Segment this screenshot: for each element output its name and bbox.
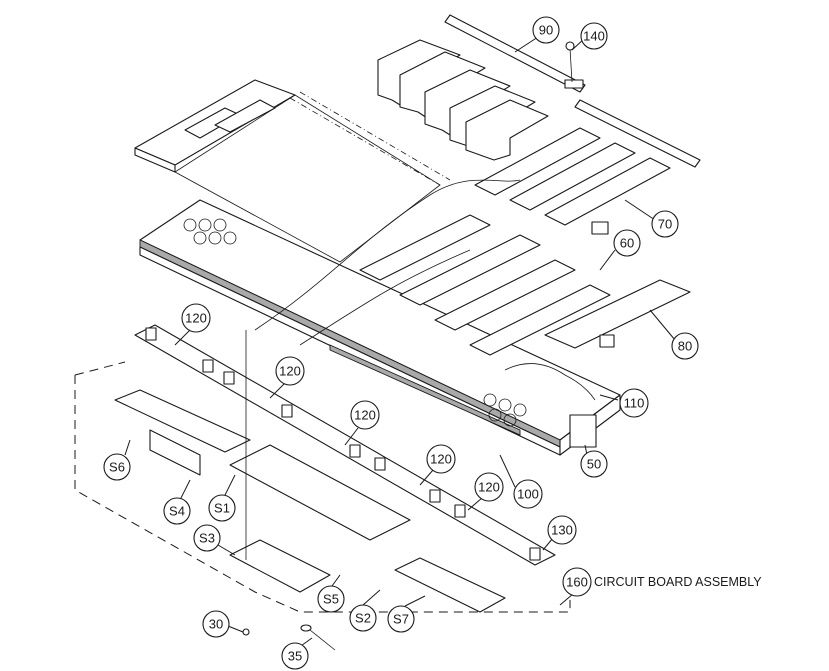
svg-text:160: 160 [566, 575, 588, 590]
callout-90: 90 [532, 16, 560, 44]
svg-text:130: 130 [551, 523, 573, 538]
black-keys-assembly [377, 14, 586, 161]
callout-130: 130 [547, 515, 577, 545]
svg-text:140: 140 [583, 29, 605, 44]
callout-120-d: 120 [426, 444, 456, 474]
callout-s4: S4 [163, 497, 191, 525]
svg-text:90: 90 [539, 23, 553, 38]
callout-120-c: 120 [350, 400, 380, 430]
svg-text:S5: S5 [323, 592, 339, 607]
callout-160: 160 [562, 567, 592, 597]
svg-text:110: 110 [624, 396, 645, 411]
svg-text:30: 30 [209, 617, 223, 632]
svg-text:120: 120 [478, 480, 500, 495]
svg-text:120: 120 [430, 452, 452, 467]
callout-60: 60 [613, 229, 641, 257]
callout-70: 70 [651, 210, 679, 238]
white-keys-top [134, 79, 451, 263]
callout-35: 35 [281, 642, 309, 670]
callout-s3: S3 [193, 524, 221, 552]
svg-text:S3: S3 [199, 531, 215, 546]
callout-120-e: 120 [474, 472, 504, 502]
svg-text:120: 120 [279, 364, 301, 379]
svg-text:70: 70 [658, 217, 672, 232]
svg-text:S4: S4 [169, 504, 185, 519]
svg-text:S1: S1 [214, 501, 230, 516]
callout-30: 30 [202, 610, 230, 638]
callout-120-b: 120 [275, 356, 305, 386]
svg-text:120: 120 [185, 311, 207, 326]
callout-120-a: 120 [181, 303, 211, 333]
circuit-board-parts [114, 330, 506, 651]
key-set-60 [359, 214, 611, 356]
main-chassis [139, 199, 621, 456]
key-set-70 [474, 99, 701, 235]
svg-text:60: 60 [620, 236, 634, 251]
callout-80: 80 [671, 332, 699, 360]
svg-text:50: 50 [587, 457, 601, 472]
svg-text:35: 35 [288, 649, 302, 664]
callout-s5: S5 [317, 585, 345, 613]
svg-text:100: 100 [517, 487, 539, 502]
callout-s1: S1 [208, 494, 236, 522]
callout-s6: S6 [103, 453, 131, 481]
callout-140: 140 [580, 22, 608, 50]
svg-text:S6: S6 [109, 460, 125, 475]
svg-text:80: 80 [678, 339, 692, 354]
svg-text:120: 120 [354, 408, 376, 423]
callout-50: 50 [580, 450, 608, 478]
key-80 [544, 279, 691, 349]
svg-text:S7: S7 [393, 612, 409, 627]
callout-100: 100 [513, 479, 543, 509]
callout-110: 110 [619, 388, 649, 418]
assembly-caption: CIRCUIT BOARD ASSEMBLY [594, 575, 762, 589]
callout-s2: S2 [349, 604, 377, 632]
svg-text:S2: S2 [355, 611, 371, 626]
callout-s7: S7 [387, 605, 415, 633]
assembly-boundary [74, 375, 571, 613]
